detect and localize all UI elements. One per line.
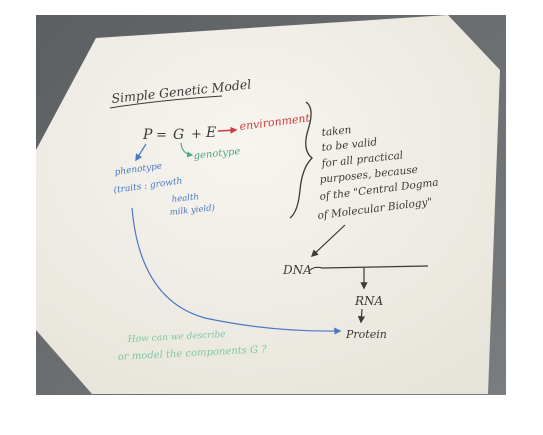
genotype-label: genotype [193,146,241,162]
environment-arrow [217,126,238,134]
note-line-2: to be valid [321,136,378,154]
board-surface [36,15,500,394]
rna-to-protein-arrow [357,308,366,324]
dna-line [309,265,429,271]
equation-plus: + [191,127,202,142]
equation-e: E [205,125,216,141]
curly-brace [289,101,313,219]
phenotype-arrow [135,143,147,162]
trait-health: health [171,192,199,205]
protein-label: Protein [345,328,387,341]
rna-label: RNA [354,294,384,308]
note-line-1: taken [321,124,352,139]
dna-label: DNA [282,263,312,277]
phenotype-to-protein-curve [131,207,342,335]
title-underline [109,95,223,109]
note-to-dna-arrow [310,224,346,257]
genotype-arrow [180,142,194,158]
equation-p: P [142,127,153,143]
trait-milk-yield: milk yield) [169,202,215,218]
equation-g: G [173,127,184,143]
equation-equals: = [156,128,167,143]
